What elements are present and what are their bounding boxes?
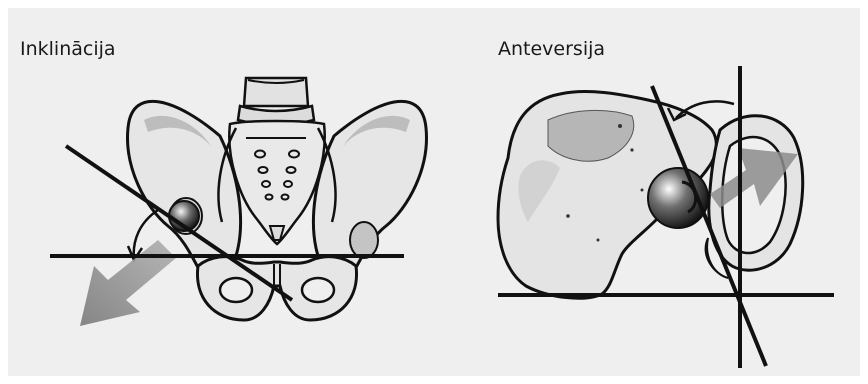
femur-illustration <box>498 66 834 368</box>
figure-panel: Inklinācija Anteversija <box>8 8 860 376</box>
pelvis-illustration <box>50 78 426 326</box>
illustrations <box>8 8 860 376</box>
inclination-direction-arrow <box>80 240 176 326</box>
